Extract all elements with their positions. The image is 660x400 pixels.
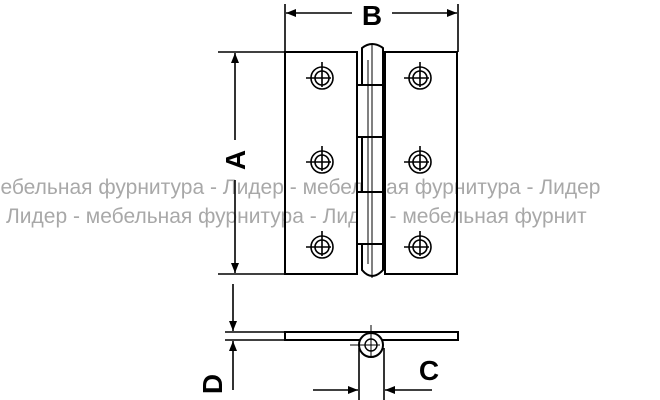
label-c: C	[419, 355, 439, 386]
dimension-a	[218, 51, 285, 275]
label-b: B	[362, 0, 382, 31]
watermark: мебельная фурнитура - Лидер - мебельная …	[0, 176, 600, 228]
dimension-d	[225, 284, 285, 390]
watermark-line-1: мебельная фурнитура - Лидер - мебельная …	[0, 176, 600, 199]
left-leaf	[284, 51, 358, 275]
label-a: A	[220, 150, 251, 170]
screw-holes	[306, 62, 432, 259]
front-view	[284, 43, 458, 278]
dimension-b	[284, 4, 459, 52]
side-view	[284, 325, 459, 400]
label-d: D	[197, 374, 228, 394]
watermark-line-2: Лидер - мебельная фурнитура - Лидер - ме…	[6, 205, 587, 228]
right-leaf	[384, 51, 458, 275]
